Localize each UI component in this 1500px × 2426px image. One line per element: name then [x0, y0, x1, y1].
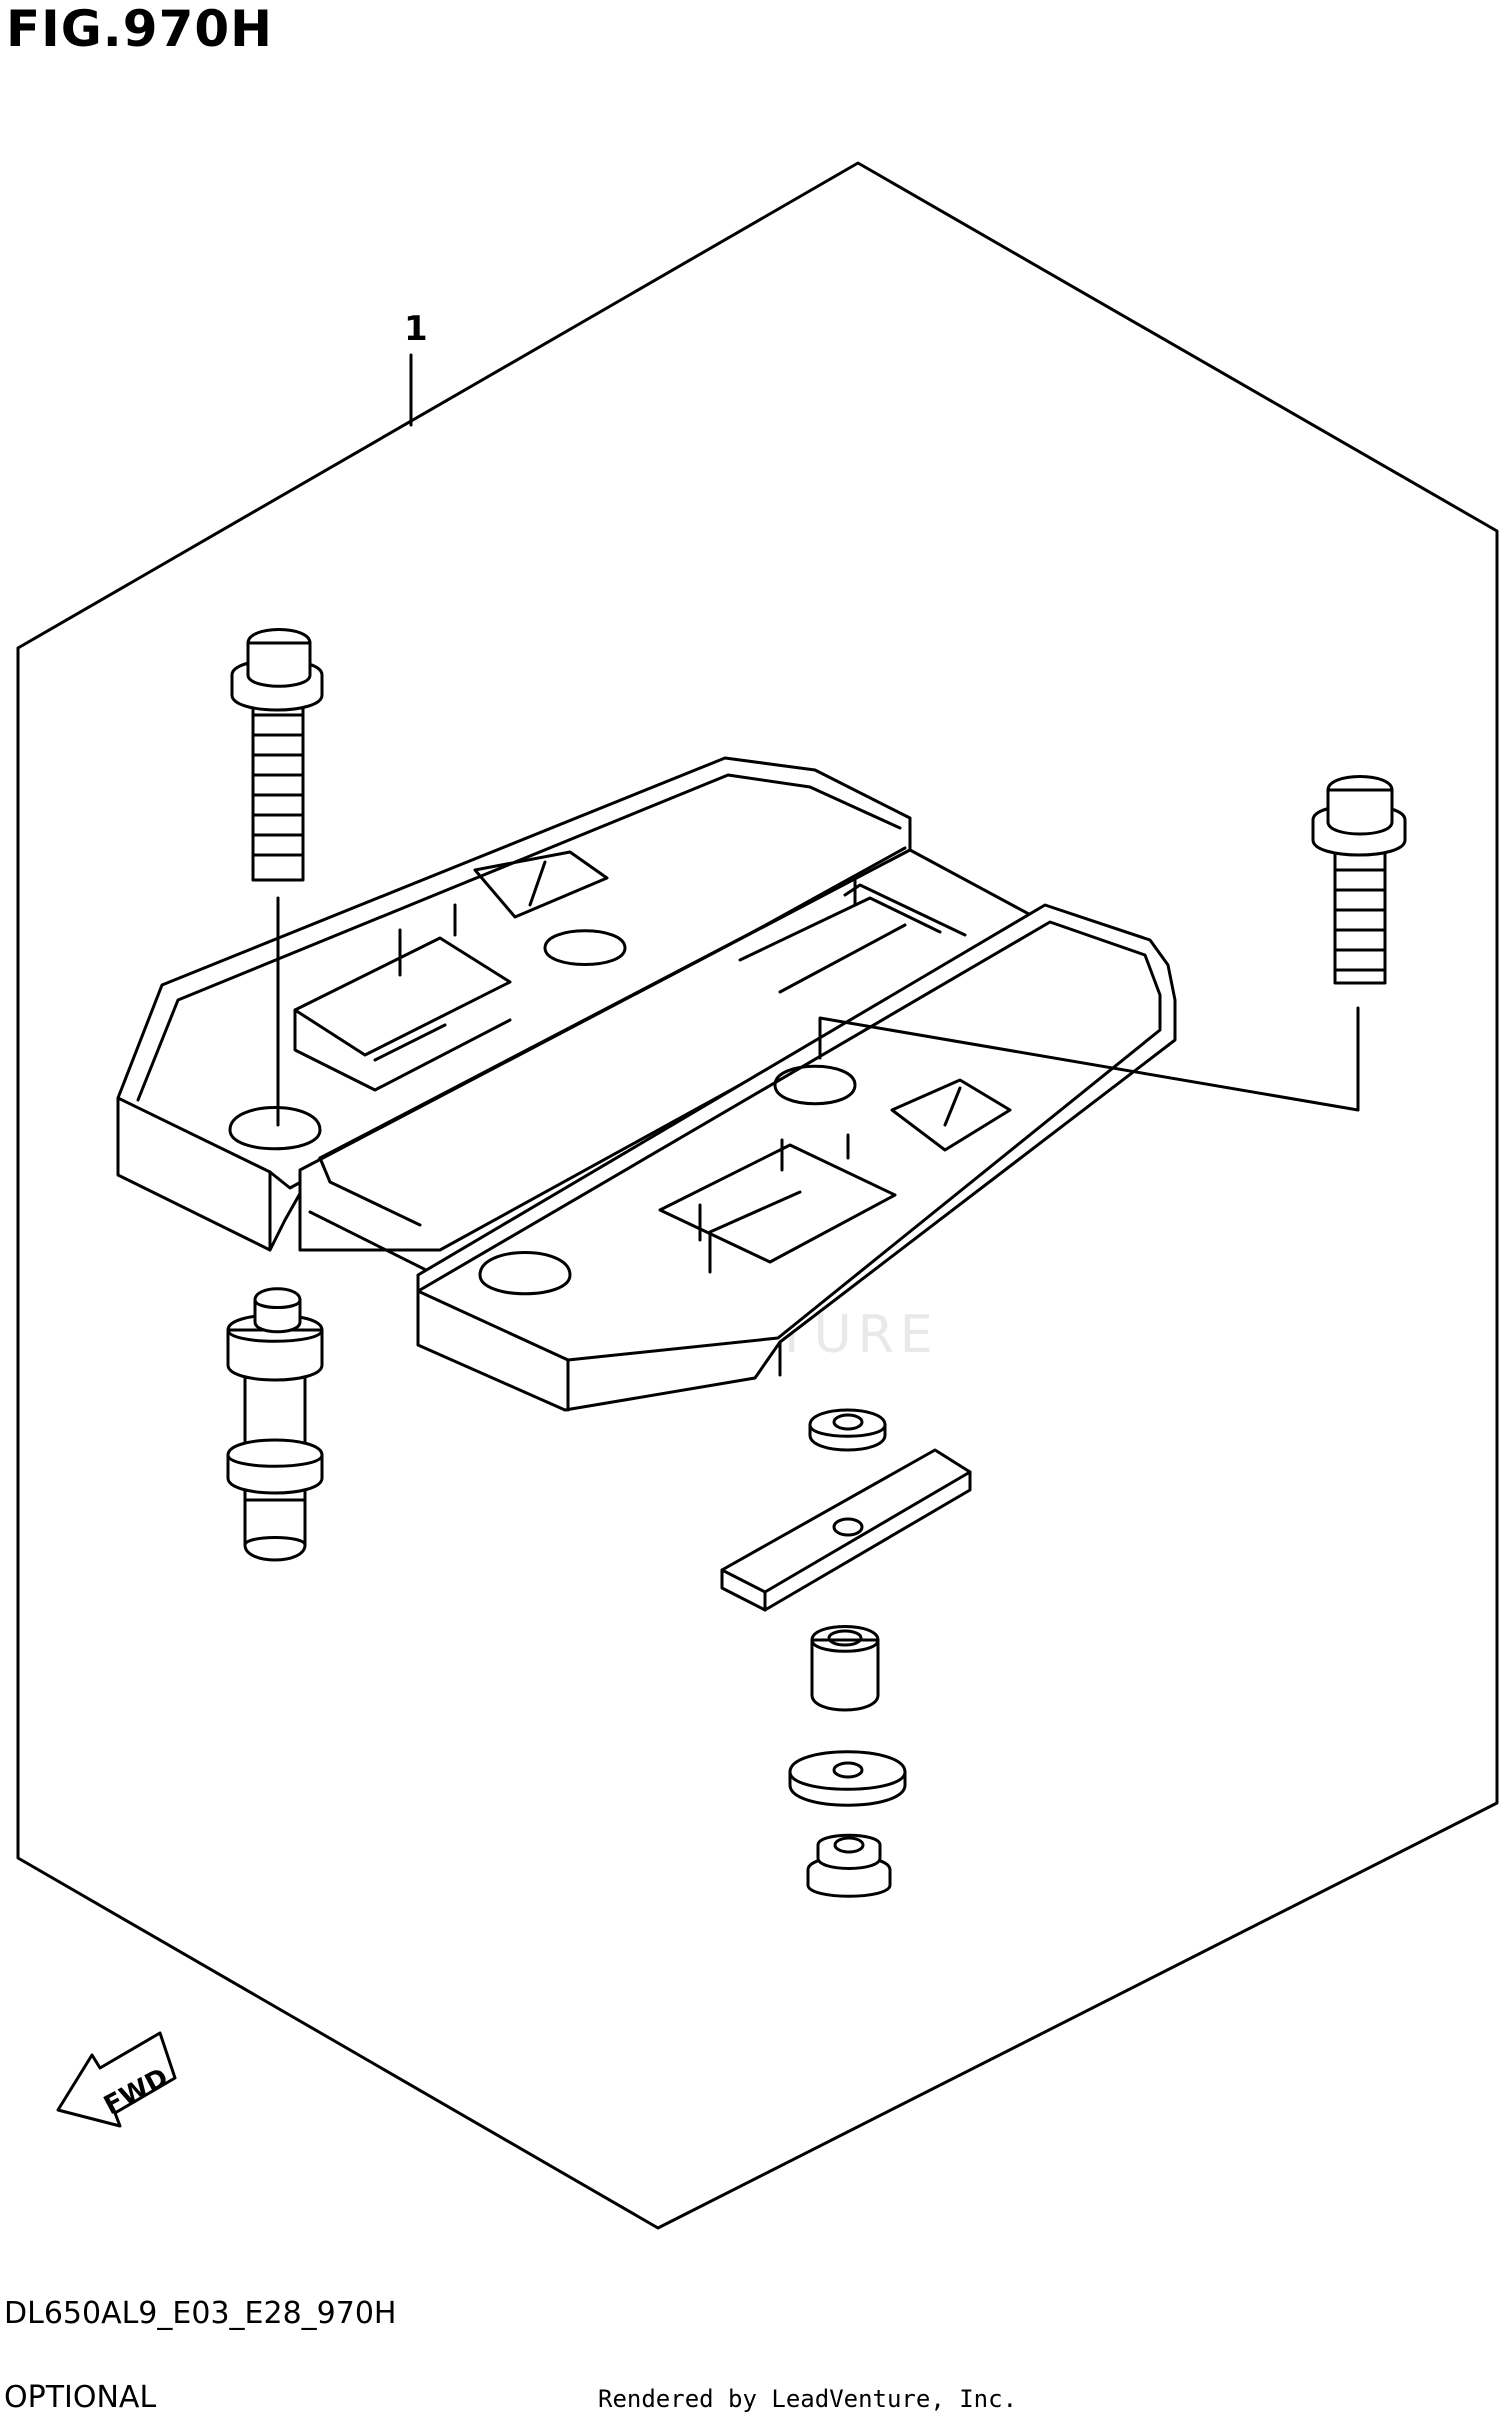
model-code: DL650AL9_E03_E28_970H: [4, 2296, 397, 2331]
section-name: OPTIONAL: [4, 2380, 157, 2415]
mounting-plate[interactable]: [720, 1448, 972, 1612]
bolt-left[interactable]: [230, 628, 324, 1127]
figure-title: FIG.970H: [6, 0, 274, 58]
assembly-boundary: [16, 161, 1499, 2230]
flange-nut[interactable]: [806, 1833, 892, 1898]
collar-spacer[interactable]: [810, 1625, 880, 1712]
spacer-collar[interactable]: [226, 1287, 324, 1562]
callout-number[interactable]: 1: [404, 309, 428, 349]
carrier-bracket[interactable]: [116, 756, 1177, 1412]
washer-small[interactable]: [808, 1408, 887, 1452]
render-credit: Rendered by LeadVenture, Inc.: [598, 2385, 1018, 2413]
fwd-direction-arrow: FWD: [56, 2031, 177, 2128]
bolt-right[interactable]: [818, 775, 1407, 1112]
washer-large[interactable]: [788, 1750, 907, 1807]
